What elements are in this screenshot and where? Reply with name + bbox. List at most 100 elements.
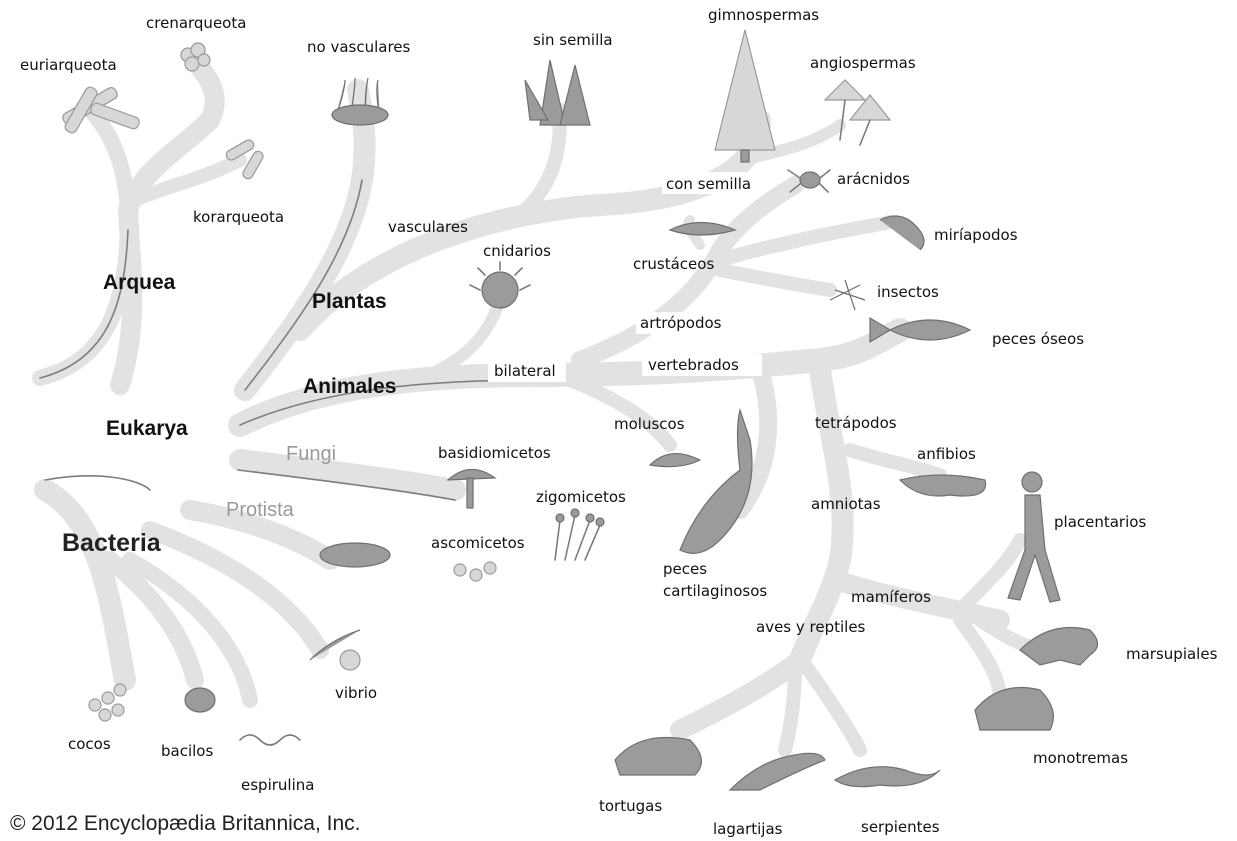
label-arachnids: arácnidos <box>837 170 910 188</box>
branch-korarchaeota <box>128 153 247 207</box>
label-gymnosperms: gimnospermas <box>708 6 819 24</box>
label-snakes: serpientes <box>861 818 940 836</box>
human-icon <box>1007 471 1061 603</box>
label-marsupials: marsupiales <box>1126 645 1218 663</box>
label-turtles: tortugas <box>599 797 662 815</box>
crenarchaeota-icon <box>180 42 211 72</box>
label-birds-reptiles: aves y reptiles <box>756 618 866 636</box>
label-seeded: con semilla <box>666 175 751 193</box>
label-bg-arthropods <box>636 312 728 334</box>
label-placentals: placentarios <box>1054 513 1146 531</box>
branch-lizards <box>778 658 802 757</box>
branch-tetrapods <box>789 359 854 671</box>
branch-vibrio <box>141 521 329 659</box>
hedgehog-icon <box>974 686 1054 731</box>
crustacean-icon <box>668 221 737 236</box>
label-bacilli: bacilos <box>161 742 213 760</box>
label-ascomycetes: ascomicetos <box>431 534 525 552</box>
branch-placentals <box>953 533 1027 617</box>
branch-spirulina <box>122 552 258 708</box>
label-euryarchaeota: euriarqueota <box>20 56 117 74</box>
edge-fungi <box>237 469 456 501</box>
branch-cnidarians <box>414 294 506 384</box>
label-bilateral: bilateral <box>494 362 556 380</box>
branch-fungi <box>229 449 466 501</box>
label-mammals: mamíferos <box>851 588 931 606</box>
labels: Arquea Plantas Animales Eukarya Fungi Pr… <box>10 6 1218 838</box>
label-nonvascular: no vasculares <box>307 38 411 56</box>
label-insects: insectos <box>877 283 939 301</box>
label-bg-seeded <box>662 172 758 194</box>
lizard-icon <box>728 752 826 791</box>
copyright-notice: © 2012 Encyclopædia Britannica, Inc. <box>10 812 361 835</box>
label-arthropods: artrópodos <box>640 314 722 332</box>
zygomycete-icon <box>554 508 605 561</box>
branch-mollusks <box>563 373 677 452</box>
branch-archaea-main <box>110 50 225 395</box>
branch-amphibians <box>843 443 947 482</box>
label-basidiomycetes: basidiomicetos <box>438 444 551 462</box>
shark-icon <box>679 407 753 554</box>
protist-icon <box>319 542 391 568</box>
myriapod-icon <box>879 215 925 251</box>
ascomycete-icon <box>453 561 497 582</box>
label-spirulina: espirulina <box>241 776 314 794</box>
label-myriapods: miríapodos <box>934 226 1018 244</box>
bacilli-icon <box>184 687 216 713</box>
conifer-icon <box>714 29 776 163</box>
korarchaeota-icon <box>225 139 264 180</box>
branch-cartilaginous <box>731 361 778 519</box>
mollusk-icon <box>648 453 702 468</box>
flower-icon <box>823 79 892 146</box>
label-korarchaeota: korarqueota <box>193 208 284 226</box>
branch-archaea-outer <box>32 102 137 386</box>
label-animals: Animales <box>303 375 396 398</box>
branch-myriapods <box>713 215 897 267</box>
edge-bacteria <box>44 475 151 491</box>
label-mollusks: moluscos <box>614 415 685 433</box>
label-monotremes: monotremas <box>1033 749 1128 767</box>
vibrio-icon <box>309 629 361 671</box>
label-cnidarians: cnidarios <box>483 242 551 260</box>
label-bony-fish: peces óseos <box>992 330 1084 348</box>
branch-plants-main <box>234 79 376 401</box>
label-amphibians: anfibios <box>917 445 976 463</box>
label-bg-bilateral <box>488 360 566 382</box>
label-lizards: lagartijas <box>713 820 783 838</box>
arachnid-icon <box>787 169 831 193</box>
nonvascular-plant-icon <box>331 77 389 126</box>
cnidarian-icon <box>469 261 531 309</box>
label-plants: Plantas <box>312 290 387 313</box>
insect-icon <box>829 279 866 311</box>
label-cartilaginous-fish-1: peces <box>663 560 707 578</box>
label-bacteria: Bacteria <box>62 529 162 557</box>
label-fungi: Fungi <box>286 443 336 465</box>
label-amniotes: amniotas <box>811 495 881 513</box>
branch-bacilli <box>101 551 204 689</box>
label-bg-vertebrates <box>642 354 762 376</box>
label-crenarchaeota: crenarqueota <box>146 14 246 32</box>
edge-archaea <box>39 229 129 379</box>
spirulina-icon <box>239 734 301 746</box>
branch-bacteria-main <box>34 479 136 691</box>
label-eukarya: Eukarya <box>106 417 188 440</box>
label-cartilaginous-fish-2: cartilaginosos <box>663 582 767 600</box>
edge-plants <box>244 179 363 391</box>
bony-fish-icon <box>869 316 972 344</box>
branch-angiosperms <box>734 119 846 166</box>
label-vibrio: vibrio <box>335 684 377 702</box>
label-angiosperms: angiospermas <box>810 54 916 72</box>
label-vascular: vasculares <box>388 218 468 236</box>
snake-icon <box>833 766 941 788</box>
marsupial-icon <box>1019 626 1099 666</box>
branch-animals-main <box>228 318 912 437</box>
label-cocci: cocos <box>68 735 111 753</box>
label-tetrapods: tetrápodos <box>815 414 897 432</box>
fern-icon <box>524 59 591 126</box>
label-archaea: Arquea <box>103 271 176 294</box>
branch-insects <box>713 263 837 297</box>
amphibian-icon <box>898 474 987 497</box>
label-vertebrates: vertebrados <box>648 356 739 374</box>
branch-edges <box>39 179 541 501</box>
